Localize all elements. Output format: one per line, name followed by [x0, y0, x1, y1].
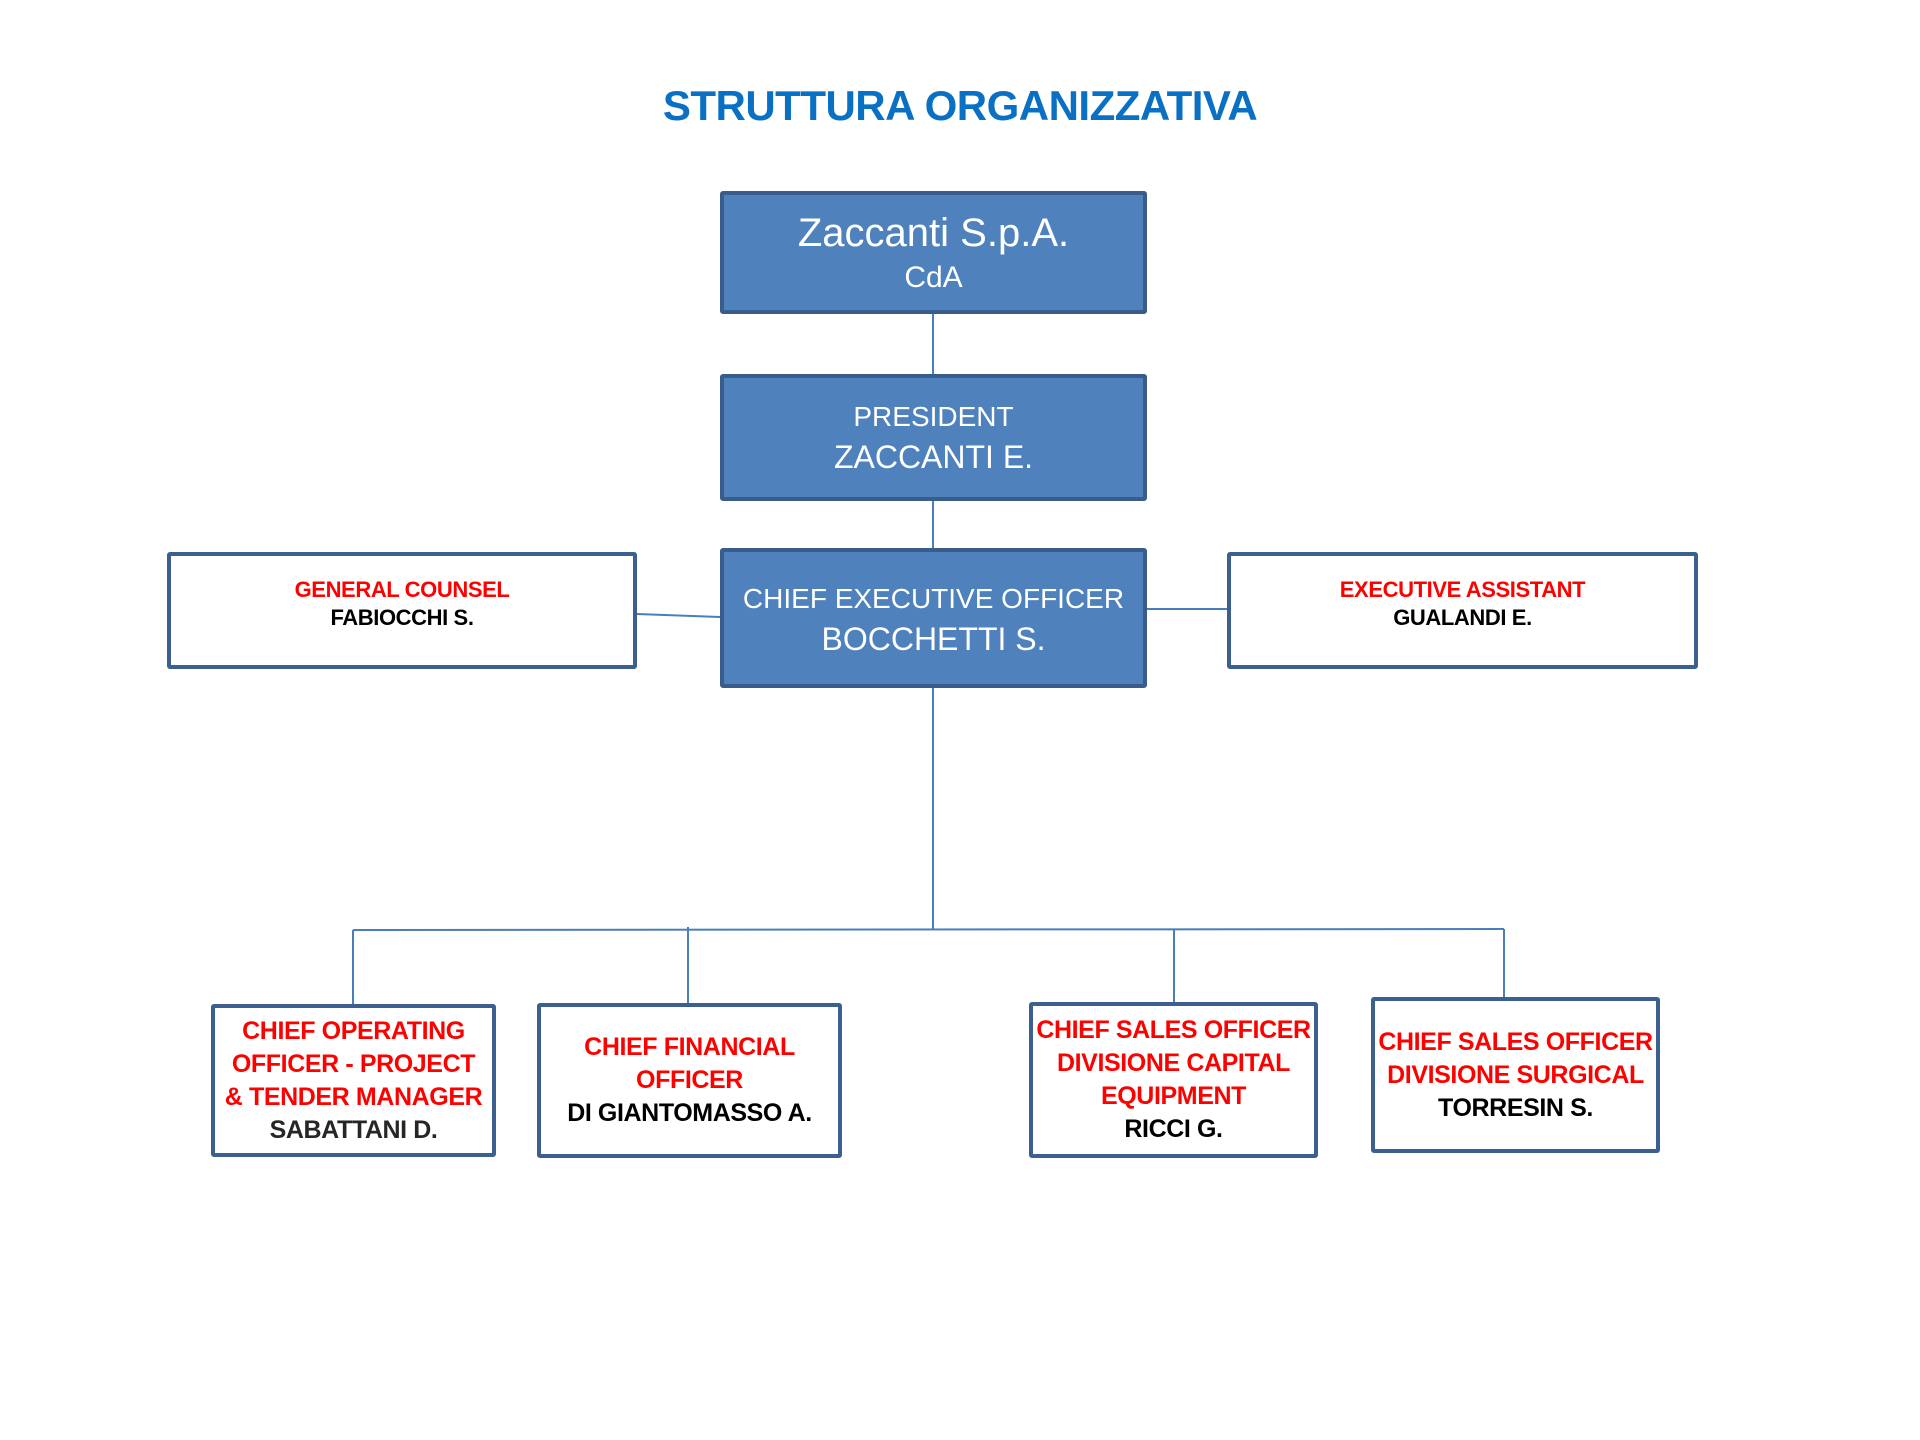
- cso-capital-role-line: DIVISIONE CAPITAL: [1056, 1049, 1291, 1077]
- node-board: Zaccanti S.p.A. CdA: [720, 191, 1147, 314]
- coo-role-line: CHIEF OPERATING: [242, 1016, 465, 1045]
- page-title: STRUTTURA ORGANIZZATIVA: [662, 82, 1258, 129]
- general-counsel-name: FABIOCCHI S.: [330, 604, 474, 630]
- connector-ceo-general-counsel: [636, 613, 721, 618]
- cso-surgical-role-line: CHIEF SALES OFFICER: [1378, 1027, 1653, 1056]
- cfo-role-line: OFFICER: [636, 1066, 743, 1094]
- general-counsel-role: GENERAL COUNSEL: [294, 576, 510, 602]
- node-general-counsel: GENERAL COUNSEL FABIOCCHI S.: [167, 552, 637, 669]
- node-executive-assistant: EXECUTIVE ASSISTANT GUALANDI E.: [1227, 552, 1698, 669]
- coo-role-line: & TENDER MANAGER: [224, 1082, 483, 1111]
- cso-capital-name: RICCI G.: [1124, 1115, 1223, 1143]
- cso-surgical-role-line: DIVISIONE SURGICAL: [1387, 1060, 1644, 1089]
- executive-assistant-name: GUALANDI E.: [1393, 604, 1532, 630]
- coo-name: SABATTANI D.: [269, 1115, 438, 1144]
- connector-bus: [352, 928, 1505, 931]
- cso-capital-role-line: EQUIPMENT: [1100, 1082, 1247, 1110]
- cso-surgical-name: TORRESIN S.: [1438, 1093, 1593, 1122]
- ceo-name: BOCCHETTI S.: [821, 621, 1046, 657]
- board-label: CdA: [904, 260, 963, 294]
- coo-role-line: OFFICER - PROJECT: [231, 1049, 476, 1078]
- node-cso-surgical: CHIEF SALES OFFICER DIVISIONE SURGICAL T…: [1371, 997, 1660, 1153]
- executive-assistant-role: EXECUTIVE ASSISTANT: [1339, 576, 1586, 602]
- node-ceo: CHIEF EXECUTIVE OFFICER BOCCHETTI S.: [720, 548, 1147, 688]
- node-coo: CHIEF OPERATING OFFICER - PROJECT & TEND…: [211, 1004, 496, 1157]
- president-role: PRESIDENT: [853, 400, 1014, 432]
- node-president: PRESIDENT ZACCANTI E.: [720, 374, 1147, 501]
- node-cfo: CHIEF FINANCIAL OFFICER DI GIANTOMASSO A…: [537, 1003, 842, 1158]
- cfo-role-line: CHIEF FINANCIAL: [584, 1033, 795, 1061]
- president-name: ZACCANTI E.: [833, 438, 1034, 475]
- cfo-name: DI GIANTOMASSO A.: [567, 1099, 812, 1127]
- ceo-role: CHIEF EXECUTIVE OFFICER: [742, 583, 1125, 614]
- board-company-name: Zaccanti S.p.A.: [797, 210, 1070, 255]
- cso-capital-role-line: CHIEF SALES OFFICER: [1036, 1016, 1311, 1044]
- node-cso-capital: CHIEF SALES OFFICER DIVISIONE CAPITAL EQ…: [1029, 1002, 1318, 1158]
